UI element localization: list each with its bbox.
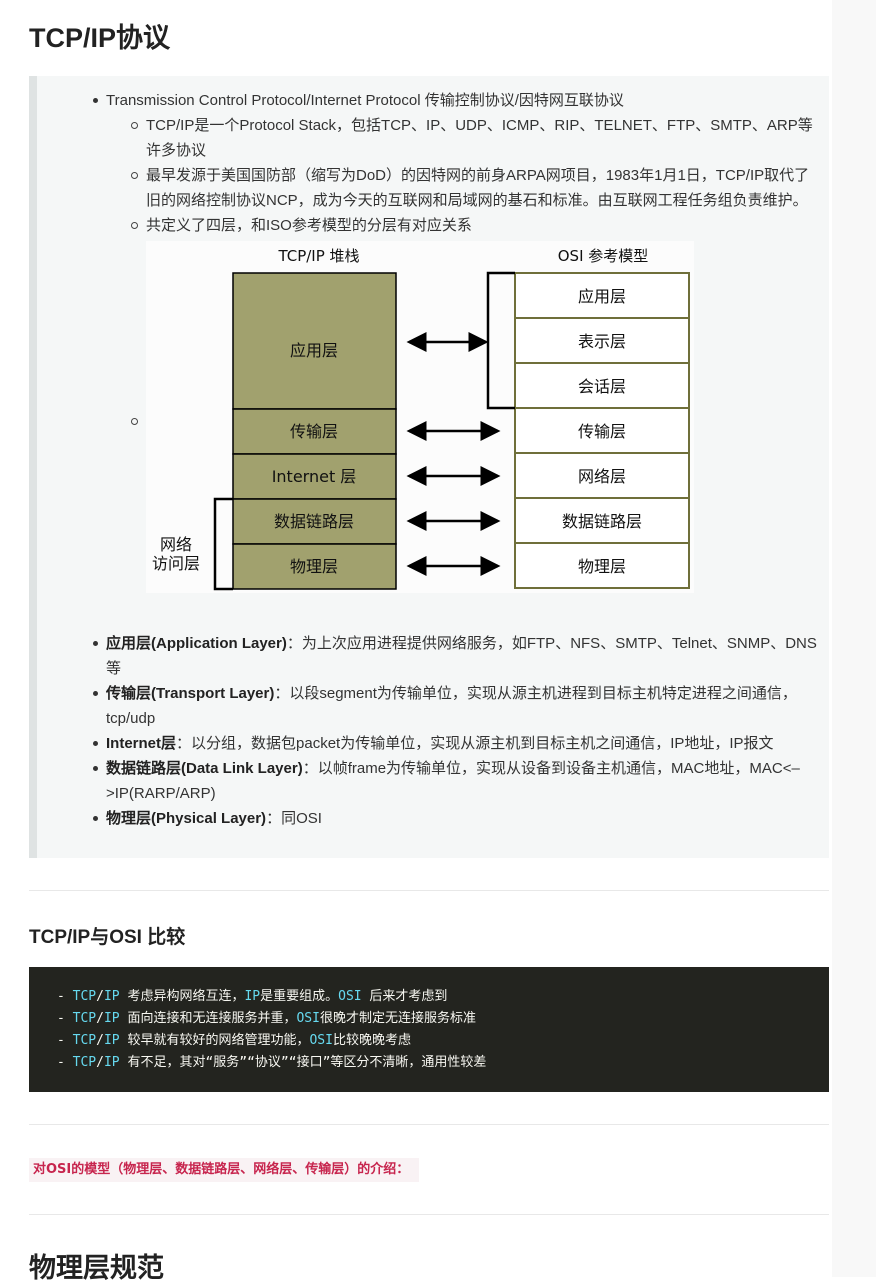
code-keyword: IP xyxy=(103,1011,120,1026)
tcpip-block-physical xyxy=(232,543,397,590)
blockquote-intro: Transmission Control Protocol/Internet P… xyxy=(29,76,829,858)
code-line: - TCP/IP 较早就有较好的网络管理功能，OSI比较晚晚考虑 xyxy=(57,1030,829,1052)
code-text: 较早就有较好的网络管理功能， xyxy=(119,1033,310,1048)
network-access-bracket xyxy=(213,497,233,591)
code-keyword: OSI xyxy=(338,989,362,1004)
list-item: Transmission Control Protocol/Internet P… xyxy=(93,88,817,593)
osi-layer-label: 表示层 xyxy=(578,332,626,351)
code-keyword: OSI xyxy=(296,1011,320,1026)
layer-name: 数据链路层(Data Link Layer) xyxy=(106,760,303,777)
code-text: 后来才考虑到 xyxy=(361,989,448,1004)
code-keyword: TCP xyxy=(72,1011,97,1026)
layer-item: 传输层(Transport Layer)：以段segment为传输单位，实现从源… xyxy=(93,681,827,731)
code-text: / xyxy=(96,1011,104,1026)
code-text: 有不足，其对“服务”“协议”“接口”等区分不清晰，通用性较差 xyxy=(119,1055,487,1070)
section-heading-physical: 物理层规范 xyxy=(29,1253,164,1283)
code-keyword: OSI xyxy=(309,1033,333,1048)
osi-block-physical xyxy=(514,542,690,589)
list-item-diagram: TCP/IP 堆栈 OSI 参考模型 应用层 传输层 Intern xyxy=(131,238,817,593)
layer-name: Internet层 xyxy=(106,735,177,752)
code-line: - TCP/IP 考虑异构网络互连，IP是重要组成。OSI 后来才考虑到 xyxy=(57,986,829,1008)
list-item: 共定义了四层，和ISO参考模型的分层有对应关系 xyxy=(131,213,817,238)
layer-desc: ：以帧frame为传输单位，实现从设备到设备主机通信，MAC地址，MAC<–>I… xyxy=(106,760,800,802)
osi-layer-label: 传输层 xyxy=(578,422,626,441)
layer-name: 传输层(Transport Layer) xyxy=(106,685,275,702)
list-item: TCP/IP是一个Protocol Stack，包括TCP、IP、UDP、ICM… xyxy=(131,113,817,163)
osi-upper-bracket xyxy=(486,271,515,410)
section-divider xyxy=(29,1124,829,1125)
osi-model-title: OSI 参考模型 xyxy=(558,247,649,265)
osi-layer-label: 会话层 xyxy=(578,377,626,396)
layer-desc: ：为上次应用进程提供网络服务，如FTP、NFS、SMTP、Telnet、SNMP… xyxy=(106,635,817,677)
code-keyword: IP xyxy=(103,1033,120,1048)
tcpip-block-transport xyxy=(232,408,397,455)
tcpip-layer-label: 物理层 xyxy=(290,557,338,576)
code-keyword: IP xyxy=(244,989,261,1004)
network-access-label: 网络 xyxy=(160,535,192,554)
right-margin-strip xyxy=(832,0,876,1277)
osi-block-application xyxy=(514,272,690,319)
osi-block-datalink xyxy=(514,497,690,544)
code-text: / xyxy=(96,989,104,1004)
layer-desc: ：以分组，数据包packet为传输单位，实现从源主机到目标主机之间通信，IP地址… xyxy=(176,735,774,752)
code-keyword: TCP xyxy=(72,1055,97,1070)
layer-item: Internet层：以分组，数据包packet为传输单位，实现从源主机到目标主机… xyxy=(93,731,827,756)
tcpip-layer-label: 传输层 xyxy=(290,422,338,441)
osi-block-transport xyxy=(514,407,690,454)
page-title: TCP/IP协议 xyxy=(29,23,171,53)
code-text: 比较晚晚考虑 xyxy=(332,1033,411,1048)
layer-name: 应用层(Application Layer) xyxy=(106,635,287,652)
tcpip-block-internet xyxy=(232,453,397,500)
layer-name: 物理层(Physical Layer) xyxy=(106,810,267,827)
code-text: / xyxy=(96,1033,104,1048)
osi-block-session xyxy=(514,362,690,409)
code-block: - TCP/IP 考虑异构网络互连，IP是重要组成。OSI 后来才考虑到- TC… xyxy=(29,967,829,1092)
tcpip-block-datalink xyxy=(232,498,397,545)
code-keyword: TCP xyxy=(72,1033,97,1048)
layer-item: 物理层(Physical Layer)：同OSI xyxy=(93,806,827,831)
network-access-label: 访问层 xyxy=(152,554,200,573)
code-text: 面向连接和无连接服务并重， xyxy=(119,1011,297,1026)
layer-item: 数据链路层(Data Link Layer)：以帧frame为传输单位，实现从设… xyxy=(93,756,827,806)
code-line: - TCP/IP 面向连接和无连接服务并重，OSI很晚才制定无连接服务标准 xyxy=(57,1008,829,1030)
layer-desc: ：同OSI xyxy=(266,810,322,827)
layer-diagram-svg: TCP/IP 堆栈 OSI 参考模型 应用层 传输层 Intern xyxy=(152,247,690,591)
code-text: 考虑异构网络互连， xyxy=(119,989,245,1004)
code-keyword: IP xyxy=(103,1055,120,1070)
code-text: / xyxy=(96,1055,104,1070)
layer-desc: ：以段segment为传输单位，实现从源主机进程到目标主机特定进程之间通信，tc… xyxy=(106,685,797,727)
code-text: - xyxy=(57,1011,73,1026)
intro-main-text: Transmission Control Protocol/Internet P… xyxy=(106,92,624,109)
code-text: - xyxy=(57,1055,73,1070)
layer-descriptions: 应用层(Application Layer)：为上次应用进程提供网络服务，如FT… xyxy=(37,631,827,831)
tcpip-layer-label: 应用层 xyxy=(290,341,338,360)
osi-layer-label: 物理层 xyxy=(578,557,626,576)
osi-layer-label: 数据链路层 xyxy=(562,512,642,531)
tcpip-layer-label: 数据链路层 xyxy=(274,512,354,531)
section-divider xyxy=(29,890,829,891)
osi-layer-label: 网络层 xyxy=(578,467,626,486)
intro-list: Transmission Control Protocol/Internet P… xyxy=(37,88,817,593)
section-divider xyxy=(29,1214,829,1215)
code-text: - xyxy=(57,989,73,1004)
tcpip-block-application xyxy=(232,272,397,410)
layer-item: 应用层(Application Layer)：为上次应用进程提供网络服务，如FT… xyxy=(93,631,827,681)
code-text: 很晚才制定无连接服务标准 xyxy=(319,1011,476,1026)
list-item: 最早发源于美国国防部（缩写为DoD）的因特网的前身ARPA网项目，1983年1月… xyxy=(131,163,817,213)
osi-layer-label: 应用层 xyxy=(578,287,626,306)
code-keyword: IP xyxy=(103,989,120,1004)
code-keyword: TCP xyxy=(72,989,97,1004)
tcpip-stack-title: TCP/IP 堆栈 xyxy=(277,247,359,265)
tcpip-osi-diagram: TCP/IP 堆栈 OSI 参考模型 应用层 传输层 Intern xyxy=(146,241,694,593)
intro-sub-list: TCP/IP是一个Protocol Stack，包括TCP、IP、UDP、ICM… xyxy=(106,113,817,593)
code-line: - TCP/IP 有不足，其对“服务”“协议”“接口”等区分不清晰，通用性较差 xyxy=(57,1052,829,1074)
code-text: - xyxy=(57,1033,73,1048)
tcpip-layer-label: Internet 层 xyxy=(272,467,357,486)
section-heading-compare: TCP/IP与OSI 比较 xyxy=(29,927,186,948)
code-text: 是重要组成。 xyxy=(260,989,339,1004)
inline-code-note: 对OSI的模型（物理层、数据链路层、网络层、传输层）的介绍： xyxy=(29,1158,420,1182)
